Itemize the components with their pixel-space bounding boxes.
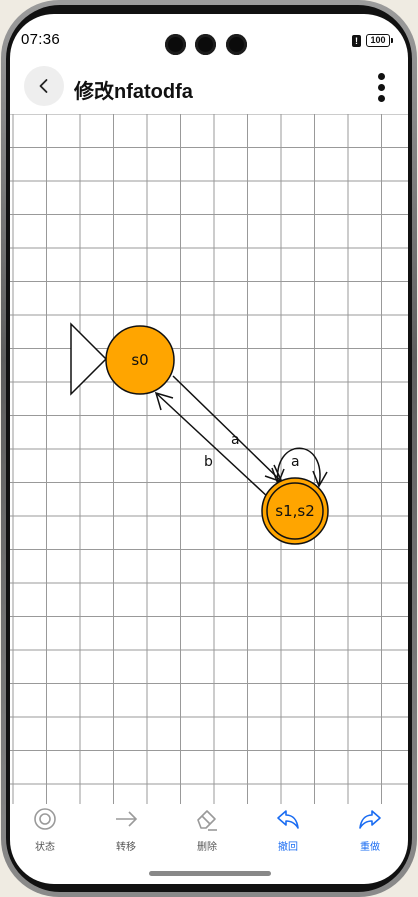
alert-icon: ! (352, 35, 361, 47)
transition-label: a (291, 454, 300, 470)
page-title: 修改nfatodfa (74, 81, 193, 103)
transition-edge[interactable] (154, 391, 270, 499)
arrow-right-icon (116, 811, 138, 827)
battery-icon: 100 (366, 34, 390, 47)
more-vertical-icon (378, 84, 385, 91)
app-header: 修改nfatodfa (10, 64, 408, 112)
more-options-button[interactable] (372, 68, 392, 108)
initial-state-marker (70, 322, 108, 396)
state-label: s0 (131, 351, 148, 369)
back-button[interactable] (24, 66, 64, 106)
redo-icon (359, 810, 381, 829)
tool-undo-button[interactable]: 撤回 (258, 804, 318, 860)
tool-label: 状态 (35, 842, 55, 853)
tool-label: 重做 (360, 842, 380, 853)
bottom-toolbar: 状态 转移 删除 撤回 重做 (10, 804, 408, 864)
status-time: 07:36 (21, 31, 61, 48)
state-node[interactable]: s0 (105, 325, 175, 395)
tool-label: 删除 (197, 842, 217, 853)
status-bar: 07:36 ! 100 (10, 14, 408, 58)
camera-lens-icon (165, 34, 186, 55)
back-arrow-icon (39, 79, 48, 93)
automaton-canvas[interactable]: a b a s0 s1,s2 (10, 114, 408, 804)
tool-label: 转移 (116, 842, 136, 853)
transition-label: b (204, 454, 213, 470)
tool-label: 撤回 (278, 842, 298, 853)
undo-icon (277, 810, 299, 829)
transition-label: a (231, 432, 240, 448)
battery-cap (391, 38, 393, 43)
camera-lens-icon (195, 34, 216, 55)
automaton-drawing[interactable]: a b a s0 s1,s2 (10, 114, 408, 804)
grid-lines (10, 114, 408, 804)
state-label: s1,s2 (275, 502, 315, 520)
eraser-icon (197, 810, 217, 831)
state-circle-icon (34, 808, 56, 830)
app-screen: 07:36 ! 100 修改nfatodfa (10, 14, 408, 884)
home-indicator[interactable] (149, 871, 271, 876)
accepting-state-node[interactable]: s1,s2 (261, 477, 329, 545)
transition-edge[interactable] (172, 375, 284, 484)
tool-state-button[interactable]: 状态 (15, 804, 75, 860)
tool-redo-button[interactable]: 重做 (340, 804, 400, 860)
camera-lens-icon (226, 34, 247, 55)
tool-transition-button[interactable]: 转移 (96, 804, 156, 860)
more-vertical-icon (378, 73, 385, 80)
tool-delete-button[interactable]: 删除 (177, 804, 237, 860)
more-vertical-icon (378, 95, 385, 102)
